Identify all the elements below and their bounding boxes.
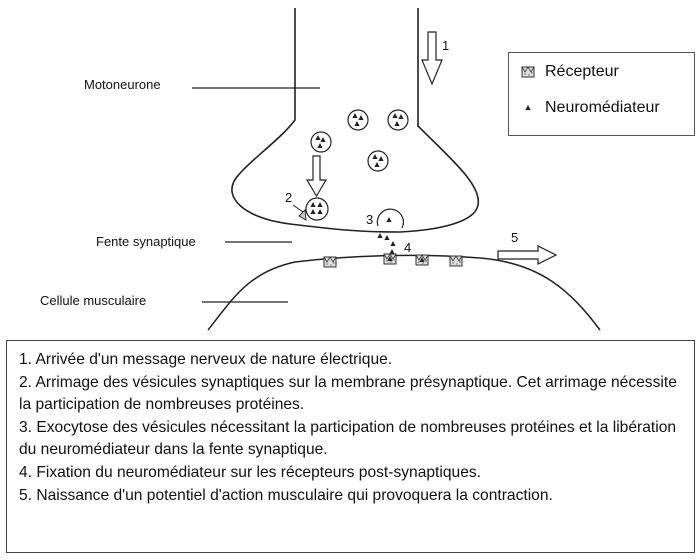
number-3: 3	[366, 212, 374, 227]
vesicle-docked	[305, 197, 329, 221]
receptor-2	[383, 253, 397, 265]
step-4: 4. Fixation du neuromédiateur sur les ré…	[19, 463, 481, 481]
vesicle-1	[347, 109, 369, 131]
receptor-icon	[521, 66, 535, 78]
label-fente-synaptique: Fente synaptique	[96, 234, 196, 249]
receptor-3	[415, 254, 429, 266]
step-3: 3. Exocytose des vésicules nécessitant l…	[19, 418, 677, 459]
docking-protein	[298, 209, 307, 221]
legend-neuromediateur-label: Neuromédiateur	[545, 99, 660, 116]
label-motoneurone: Motoneurone	[84, 77, 161, 92]
released-neuromediators	[377, 233, 396, 254]
vesicle-2	[387, 109, 409, 131]
number-4: 4	[404, 240, 412, 255]
arrow-1	[421, 31, 443, 86]
legend-recepteur-label: Récepteur	[545, 63, 619, 80]
vesicle-3	[310, 131, 332, 153]
step-2: 2. Arrimage des vésicules synaptiques su…	[19, 373, 677, 414]
number-2: 2	[285, 190, 293, 205]
legend-neuromediateur: Neuromédiateur	[521, 99, 660, 117]
number-5: 5	[511, 230, 519, 245]
number-1: 1	[442, 38, 450, 53]
step-1: 1. Arrivée d'un message nerveux de natur…	[19, 351, 393, 368]
legend-recepteur: Récepteur	[521, 63, 619, 81]
step-5: 5. Naissance d'un potentiel d'action mus…	[19, 486, 553, 504]
neuromediateur-icon	[525, 105, 531, 110]
receptor-1	[323, 256, 337, 268]
arrow-down-vesicle	[305, 155, 328, 198]
receptor-4	[449, 255, 463, 267]
steps-box: 1. Arrivée d'un message nerveux de natur…	[6, 340, 695, 553]
legend: Récepteur Neuromédiateur	[508, 52, 695, 136]
arrow-5	[497, 245, 558, 265]
vesicle-exocytosis	[376, 208, 405, 229]
presynaptic-membrane	[231, 8, 480, 233]
muscle-membrane	[207, 254, 601, 331]
label-2-leader	[292, 204, 304, 213]
synapse-diagram	[192, 8, 601, 331]
label-cellule-musculaire: Cellule musculaire	[40, 293, 147, 308]
vesicle-4	[367, 150, 389, 172]
